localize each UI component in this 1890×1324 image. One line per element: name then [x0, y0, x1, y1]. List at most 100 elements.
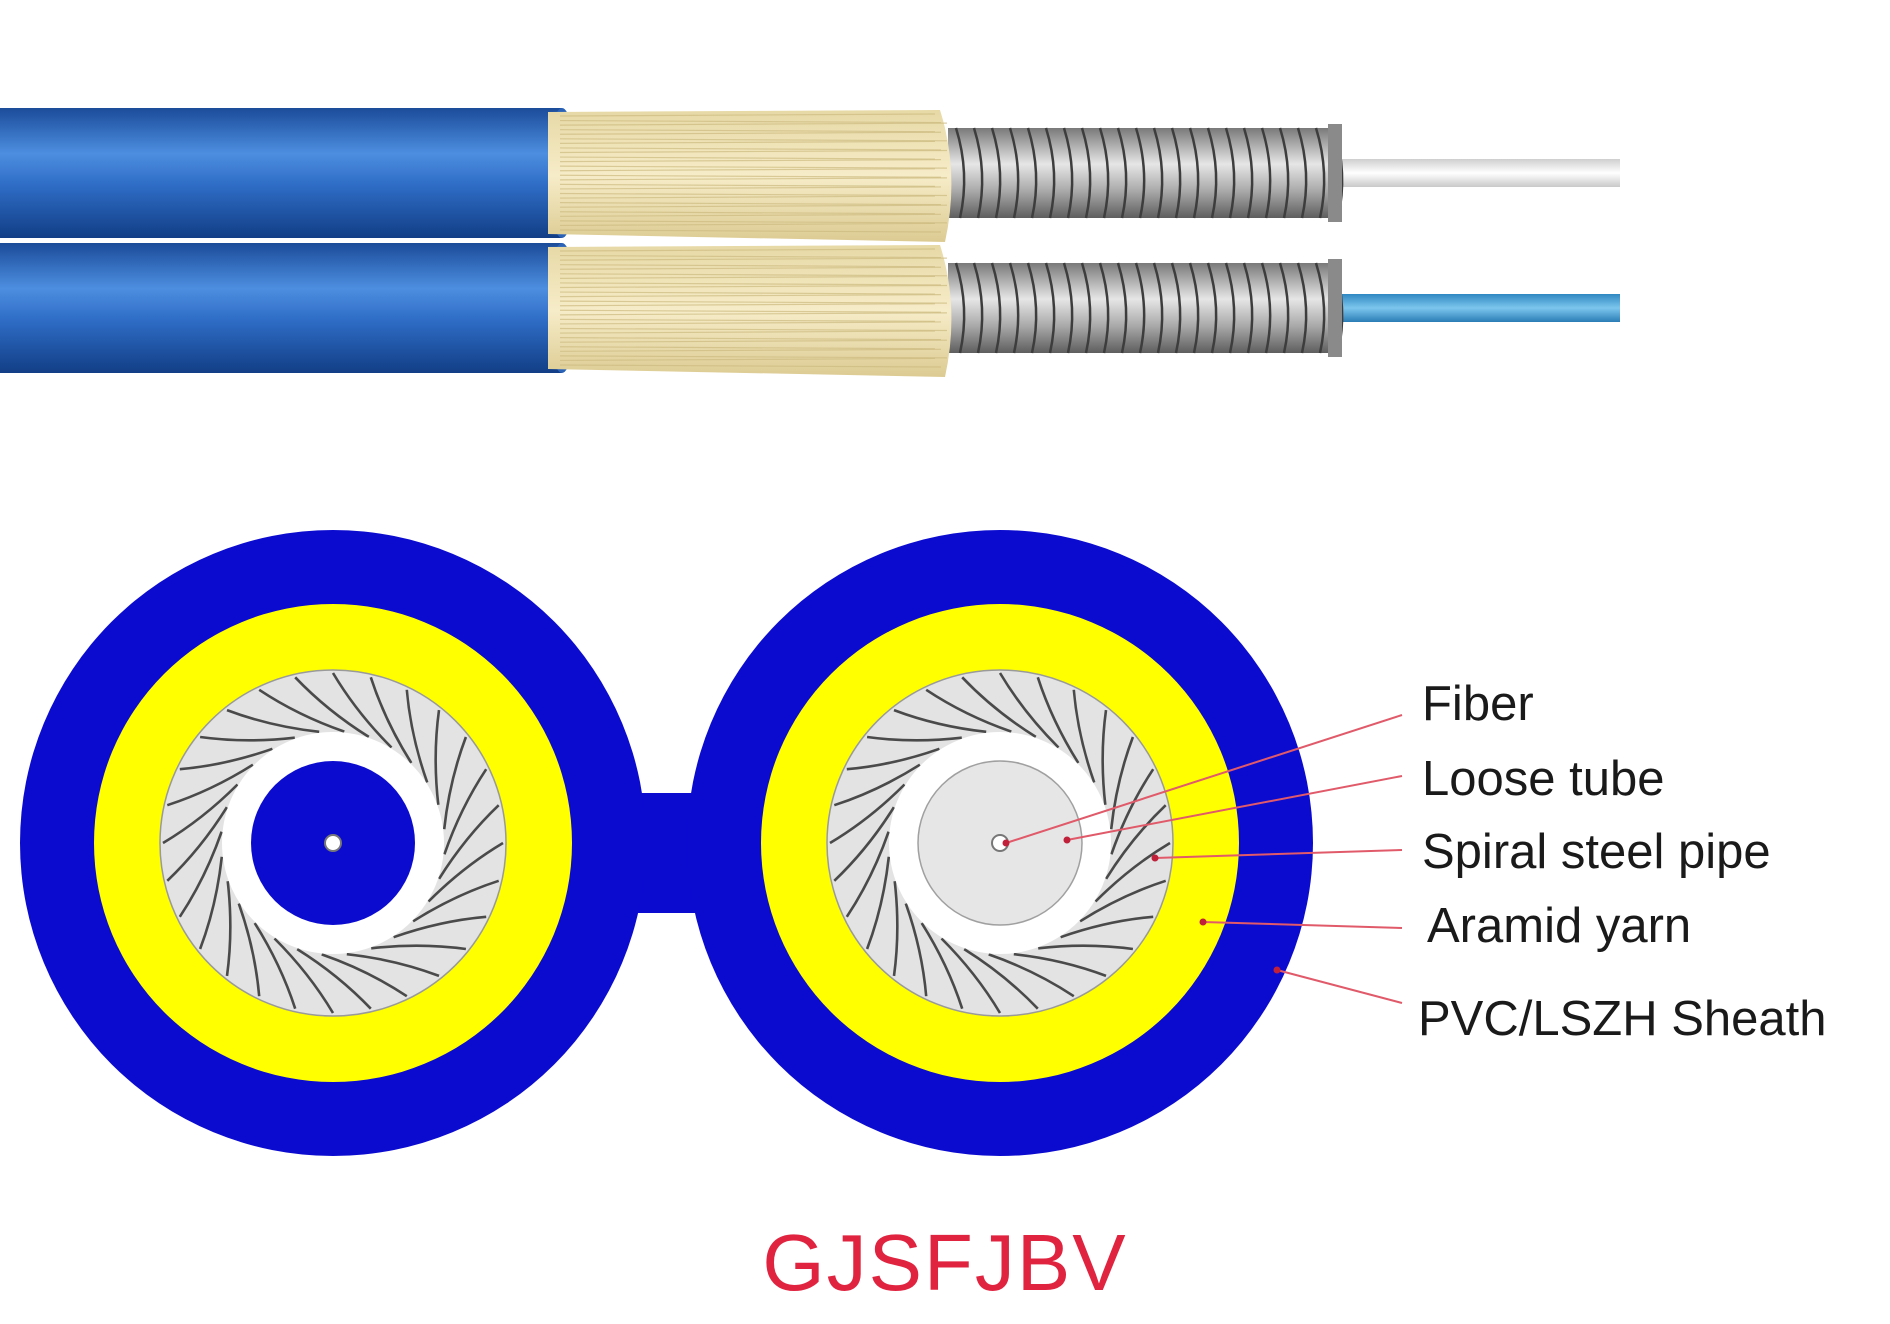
- yarn-fiber: [559, 321, 942, 325]
- spiral-line: [434, 709, 441, 805]
- yarn-fiber: [559, 330, 936, 334]
- spiral-line: [892, 881, 899, 977]
- outer-jacket: [0, 243, 562, 373]
- spiral-line: [865, 856, 891, 950]
- yarn-fiber: [559, 355, 948, 359]
- yarn-fiber: [559, 339, 948, 343]
- spiral-line: [998, 672, 1060, 749]
- leader-line-3: [1154, 849, 1403, 859]
- yarn-fiber: [559, 284, 948, 289]
- yarn-fiber: [559, 122, 948, 126]
- spiral-turn: [1224, 262, 1236, 354]
- spiral-line: [829, 783, 906, 845]
- spiral-turn: [1062, 262, 1074, 354]
- yarn-fiber: [559, 186, 942, 190]
- model-name: GJSFJBV: [762, 1218, 1127, 1307]
- yarn-fiber: [559, 303, 936, 307]
- yarn-fiber: [559, 129, 936, 133]
- spiral-line: [199, 735, 295, 742]
- yarn-fiber: [559, 168, 936, 172]
- spiral-line: [405, 689, 429, 783]
- spiral-line: [371, 944, 467, 951]
- yarn-fiber: [559, 174, 942, 178]
- spiral-turn: [1188, 262, 1200, 354]
- leader-lines: [1002, 714, 1403, 1004]
- spiral-turn: [1296, 262, 1308, 354]
- spiral-line: [866, 735, 962, 742]
- yarn-fiber: [559, 357, 936, 362]
- cross-section-icon: [20, 530, 1313, 1156]
- spiral-line: [963, 947, 1039, 1010]
- yarn-fiber: [559, 348, 942, 352]
- leader-line-2: [1066, 775, 1403, 841]
- spiral-line: [179, 747, 273, 771]
- leader-dot-5: [1273, 966, 1281, 974]
- yarn-fiber: [559, 222, 936, 227]
- spiral-turn: [1152, 262, 1164, 354]
- yarn-fiber: [559, 147, 942, 151]
- yarn-fiber: [559, 346, 936, 350]
- leader-line-5: [1276, 969, 1403, 1004]
- yarn-fiber: [559, 149, 948, 154]
- yarn-fiber: [559, 275, 936, 279]
- label-loose-tube: Loose tube: [1422, 752, 1665, 806]
- yarn-fiber: [559, 337, 942, 341]
- label-spiral-steel-pipe: Spiral steel pipe: [1422, 825, 1771, 879]
- fiber-core: [1320, 159, 1620, 187]
- spiral-turn: [990, 127, 1002, 219]
- yarn-fiber: [559, 327, 948, 332]
- spiral-line: [1079, 879, 1167, 923]
- outer-jacket: [0, 108, 562, 238]
- spiral-line: [253, 922, 297, 1010]
- spiral-turn: [1296, 127, 1308, 219]
- spiral-turn: [1098, 127, 1110, 219]
- yarn-fiber: [559, 248, 936, 252]
- spiral-line: [1110, 768, 1155, 855]
- yarn-fiber: [559, 213, 942, 217]
- cross-unit-left: [20, 530, 646, 1156]
- spiral-turn: [954, 127, 966, 219]
- spiral-line: [1060, 915, 1154, 939]
- yarn-fiber: [559, 318, 936, 322]
- spiral-turn: [1242, 262, 1254, 354]
- spiral-line: [412, 879, 500, 923]
- spiral-turn: [1080, 127, 1092, 219]
- spiral-line: [442, 736, 468, 830]
- spiral-turn: [1278, 262, 1290, 354]
- spiral-turn: [1134, 127, 1146, 219]
- yarn-fiber: [559, 364, 942, 368]
- spiral-line: [833, 806, 896, 882]
- yarn-fiber: [559, 192, 948, 197]
- spiral-line: [427, 841, 504, 903]
- pipe-end: [1328, 259, 1342, 357]
- yarn-fiber: [559, 195, 936, 199]
- spiral-turn: [1008, 262, 1020, 354]
- spiral-turn: [1026, 262, 1038, 354]
- yarn-fiber: [559, 138, 948, 142]
- spiral-line: [961, 676, 1037, 739]
- label-aramid-yarn: Aramid yarn: [1427, 899, 1691, 953]
- spiral-line: [166, 763, 254, 807]
- spiral-line: [225, 881, 232, 977]
- spiral-line: [845, 831, 890, 918]
- leader-dot-3: [1151, 854, 1159, 862]
- spiral-line: [369, 676, 413, 764]
- spiral-line: [437, 804, 500, 880]
- yarn-fiber: [559, 159, 942, 163]
- spiral-line: [1094, 841, 1171, 903]
- spiral-line: [1038, 944, 1134, 951]
- spiral-turn: [1260, 127, 1272, 219]
- spiral-line: [1013, 952, 1107, 978]
- spiral-line: [920, 922, 964, 1010]
- spiral-line: [237, 903, 261, 997]
- spiral-turn: [1152, 127, 1164, 219]
- spiral-line: [198, 856, 224, 950]
- cable-strand-1: [0, 108, 1620, 242]
- spiral-line: [1072, 689, 1096, 783]
- spiral-line: [443, 768, 488, 855]
- yarn-fiber: [559, 254, 942, 259]
- spiral-line: [296, 947, 372, 1010]
- spiral-line: [178, 831, 223, 918]
- spiral-turn: [1170, 127, 1182, 219]
